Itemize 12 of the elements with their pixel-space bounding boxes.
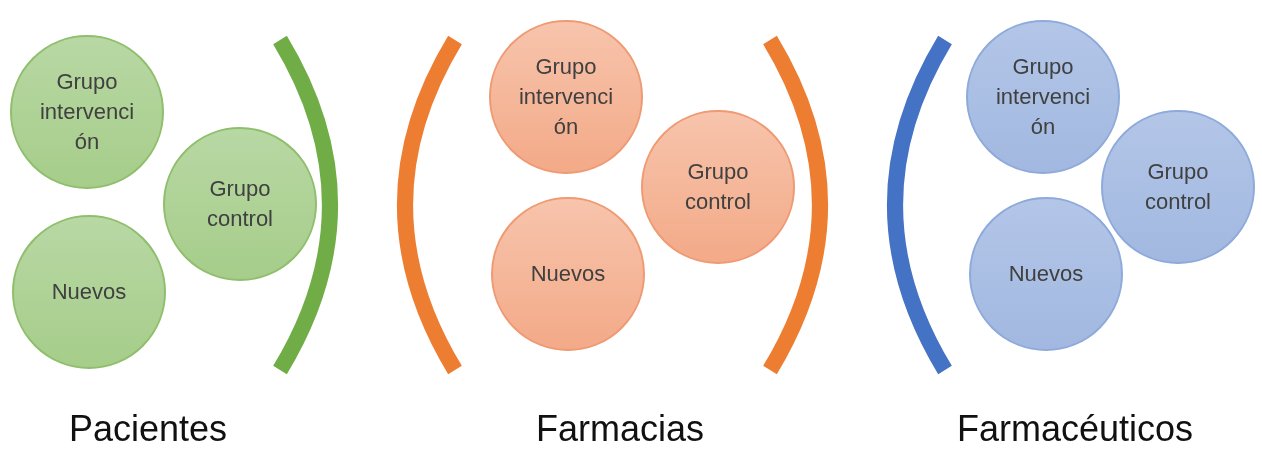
group-circle: Nuevos <box>969 197 1123 351</box>
group-circle: Nuevos <box>491 197 645 351</box>
group-circle: Grupo intervención <box>10 35 164 189</box>
group-circle: Grupo control <box>1101 110 1255 264</box>
group-title: Pacientes <box>68 408 228 450</box>
group-circle: Grupo intervención <box>489 20 643 174</box>
group-circle: Grupo control <box>641 110 795 264</box>
group-circle: Grupo intervención <box>966 20 1120 174</box>
group-circle: Nuevos <box>12 215 166 369</box>
group-title: Farmacéuticos <box>956 408 1194 450</box>
group-title: Farmacias <box>536 408 704 450</box>
group-circle: Grupo control <box>163 127 317 281</box>
